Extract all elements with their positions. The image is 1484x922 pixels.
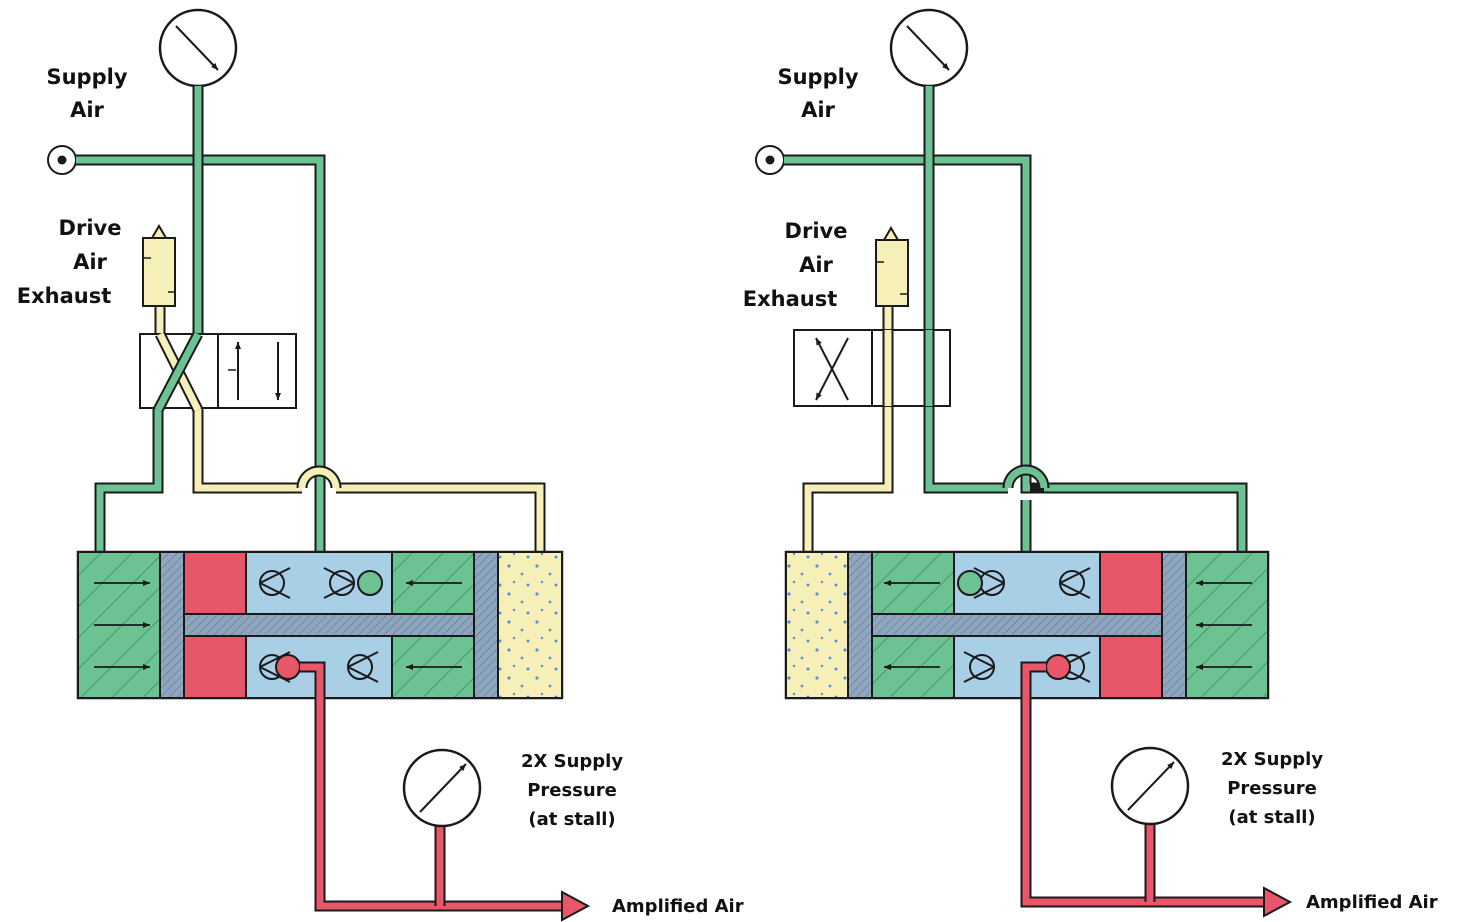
exhaust-chamber-right	[497, 551, 563, 699]
drive-air-exhaust-label-line3: Exhaust	[17, 284, 112, 308]
supply-air-label-line2: Air	[801, 98, 835, 122]
pressure-label-line2: Pressure	[1227, 778, 1317, 799]
supply-gauge-icon	[158, 8, 238, 88]
piston-right	[1161, 551, 1187, 699]
amplified-air-line	[1020, 661, 1293, 918]
supply-air-label-line1: Supply	[777, 65, 858, 89]
pressure-label-line3: (at stall)	[528, 809, 615, 830]
valve-passing-lines	[882, 330, 1032, 406]
pressure-label-line1: 2X Supply	[521, 751, 623, 772]
supply-air-label-line1: Supply	[46, 65, 127, 89]
drive-air-exhaust-label-line2: Air	[73, 250, 107, 274]
pressure-label-line3: (at stall)	[1228, 807, 1315, 828]
piston-right	[473, 551, 499, 699]
supply-port-dot	[57, 155, 67, 165]
drive-air-exhaust-label-line2: Air	[799, 253, 833, 277]
right-panel: Supply Air Drive Air Exhaust 2X Supply P…	[743, 8, 1438, 918]
pressure-label-line1: 2X Supply	[1221, 749, 1323, 770]
drive-air-exhaust-label-line1: Drive	[785, 219, 848, 243]
amplified-air-label: Amplified Air	[1306, 892, 1438, 913]
left-panel: Supply Air Drive Air Exhaust 2X Supply P…	[17, 8, 744, 922]
drive-air-exhaust-label-line3: Exhaust	[743, 287, 838, 311]
piston-left	[159, 551, 185, 699]
amplified-air-label: Amplified Air	[612, 896, 744, 917]
drive-air-exhaust-label-line1: Drive	[59, 216, 122, 240]
exhaust-chamber-left	[785, 551, 849, 699]
supply-air-label-line2: Air	[70, 98, 104, 122]
supply-port-dot	[765, 155, 775, 165]
check-valve-icons	[259, 567, 379, 683]
supply-air-lines	[784, 86, 1248, 590]
piston-left	[847, 551, 873, 699]
supply-gauge-icon	[889, 8, 969, 88]
piston-rod	[871, 613, 1163, 637]
valve-crossing-lines	[153, 331, 203, 413]
exhaust-muffler-icon	[142, 224, 176, 307]
output-gauge-icon	[1110, 746, 1190, 826]
exhaust-muffler-icon	[875, 226, 909, 307]
amplified-air-line	[300, 661, 591, 922]
directional-valve-icon	[793, 329, 951, 407]
piston-rod	[183, 613, 475, 637]
directional-valve-icon	[139, 333, 297, 409]
output-gauge-icon	[402, 748, 482, 828]
pressure-label-line2: Pressure	[527, 780, 617, 801]
